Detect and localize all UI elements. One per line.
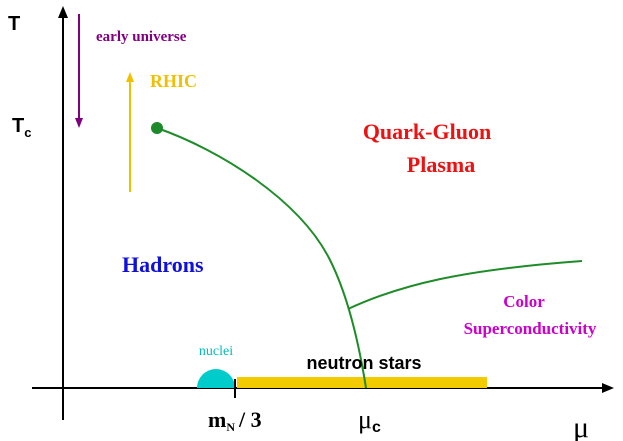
phase-boundary-line [156, 127, 367, 389]
nuclei-label: nuclei [199, 344, 233, 359]
muc-label: μc [358, 405, 381, 436]
critical-point [151, 122, 163, 134]
mn-label: mN/ 3 [208, 407, 262, 434]
y-axis-arrowhead [58, 6, 68, 18]
early-universe-label: early universe [96, 29, 187, 45]
quark-gluon-label-line1: Quark-Gluon [363, 119, 491, 144]
nuclei-shape [197, 369, 235, 388]
y-axis-label: T [8, 13, 20, 35]
rhic-label: RHIC [150, 71, 197, 91]
x-axis-arrowhead [602, 383, 614, 393]
x-axis-label: μ [573, 411, 589, 441]
color-superconductivity-boundary [347, 260, 583, 310]
color-label-line1: Color [503, 292, 545, 311]
color-label-line2: Superconductivity [464, 319, 597, 338]
rhic-arrowhead [126, 72, 134, 82]
neutron-stars-band [237, 377, 487, 388]
tc-label: Tc [12, 115, 31, 140]
hadrons-label: Hadrons [122, 252, 204, 277]
quark-gluon-label-line2: Plasma [407, 152, 475, 177]
early-universe-arrowhead [75, 118, 83, 128]
neutron-stars-label: neutron stars [306, 353, 421, 373]
